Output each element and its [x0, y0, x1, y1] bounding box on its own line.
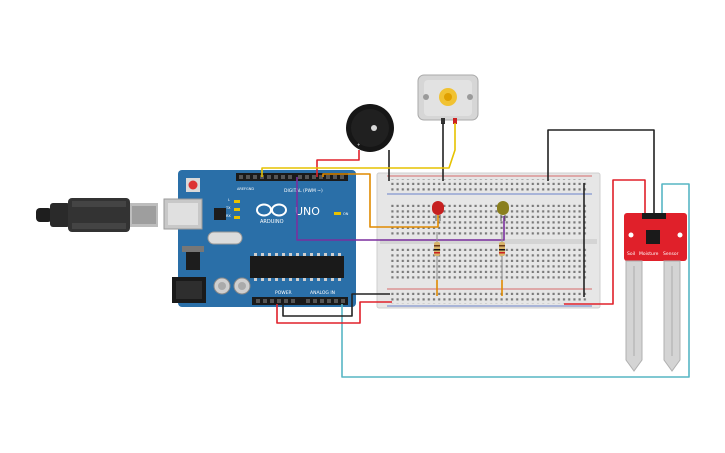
tx-label: TX	[225, 206, 231, 210]
sensor-label-moisture: Moisture	[639, 251, 659, 257]
piezo-buzzer[interactable]: +	[346, 104, 394, 152]
arduino-infinity-icon	[256, 203, 287, 217]
board-logo-uno: UNO	[295, 205, 320, 218]
usb-cable[interactable]	[36, 198, 158, 232]
board-brand: ARDUINO	[260, 219, 284, 225]
led-yellow[interactable]	[497, 201, 509, 221]
led-red[interactable]	[432, 201, 444, 221]
digital-pwm-label: DIGITAL (PWM ~)	[284, 188, 323, 194]
rx-label: RX	[226, 214, 231, 218]
wires	[261, 123, 690, 378]
resistor-1[interactable]	[434, 232, 440, 296]
dc-motor[interactable]	[417, 74, 479, 124]
svg-text:+: +	[357, 142, 360, 147]
on-label: ON	[343, 212, 349, 216]
analog-in-label: ANALOG IN	[310, 290, 335, 296]
power-label: POWER	[275, 290, 292, 296]
soil-moisture-sensor[interactable]: Soil Moisture Sensor	[624, 213, 687, 372]
l-label: L	[228, 198, 230, 202]
sensor-label-soil: Soil	[627, 251, 635, 257]
resistor-2[interactable]	[499, 232, 505, 296]
aref-label: AREF	[237, 187, 246, 191]
gnd-label: GND	[246, 187, 254, 191]
sensor-label-sensor: Sensor	[663, 251, 679, 257]
arduino-uno-board[interactable]: UNO ARDUINO DIGITAL (PWM ~) POWER ANALOG…	[163, 170, 356, 307]
